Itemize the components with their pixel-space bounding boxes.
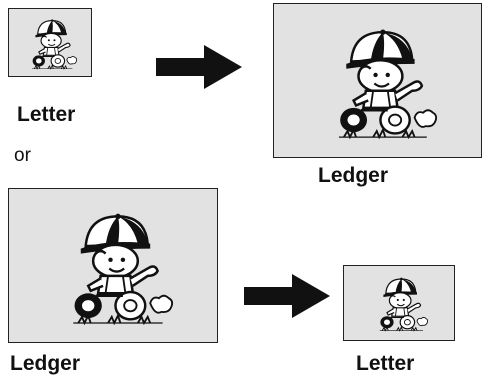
right-arrow-icon — [244, 274, 330, 318]
child-on-tricycle-illustration — [317, 20, 439, 142]
child-on-tricycle-illustration — [51, 204, 175, 328]
bottom-target-label: Letter — [356, 352, 415, 375]
ledger-paper-target — [273, 3, 482, 158]
or-separator: or — [14, 145, 31, 166]
child-on-tricycle-illustration — [22, 15, 78, 71]
top-source-label: Letter — [17, 103, 76, 126]
right-arrow-icon — [156, 45, 242, 89]
child-on-tricycle-illustration — [369, 273, 429, 333]
letter-paper-source — [8, 8, 92, 77]
top-target-label: Ledger — [318, 164, 389, 187]
letter-paper-target — [343, 265, 455, 341]
bottom-source-label: Ledger — [10, 352, 81, 375]
ledger-paper-source — [8, 188, 218, 343]
